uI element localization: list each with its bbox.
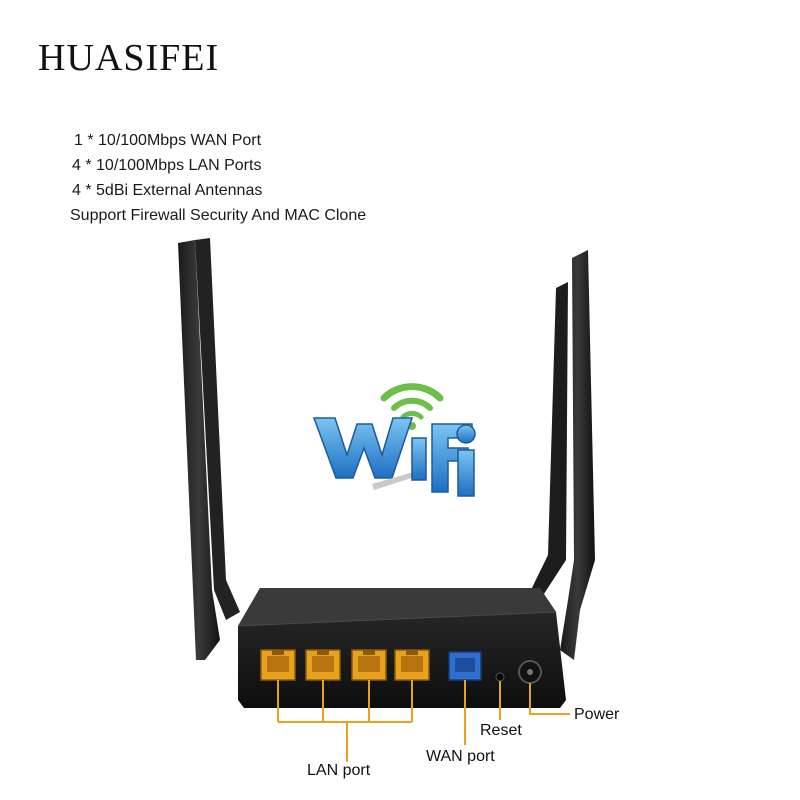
callout-lines xyxy=(277,680,570,762)
wan-port xyxy=(448,651,482,681)
wifi-logo xyxy=(312,383,476,497)
lan-port-3 xyxy=(351,649,387,681)
lan-port-2 xyxy=(305,649,341,681)
wan-port-label: WAN port xyxy=(426,748,495,765)
feature-lan-ports: 4 * 10/100Mbps LAN Ports xyxy=(72,157,262,174)
wifi-letter-w xyxy=(312,417,414,479)
brand-logo: HUASIFEI xyxy=(38,37,220,79)
feature-antennas: 4 * 5dBi External Antennas xyxy=(72,182,263,199)
lan-port-label: LAN port xyxy=(307,762,371,779)
antenna-right-outer xyxy=(560,250,595,660)
lan-port-4 xyxy=(394,649,430,681)
power-label: Power xyxy=(574,706,620,723)
reset-label: Reset xyxy=(480,722,522,739)
lan-port-1 xyxy=(260,649,296,681)
power-jack xyxy=(518,660,542,684)
lan-ports xyxy=(260,649,430,681)
antenna-right-inner xyxy=(528,282,568,600)
reset-button xyxy=(495,672,505,682)
feature-list: 1 * 10/100Mbps WAN Port 4 * 10/100Mbps L… xyxy=(70,128,366,228)
wifi-signal-icon xyxy=(380,383,444,430)
router-body xyxy=(237,588,566,708)
feature-wan-port: 1 * 10/100Mbps WAN Port xyxy=(74,132,262,149)
antenna-left-outer xyxy=(178,240,220,660)
wifi-letter-i-stem xyxy=(411,437,427,481)
wifi-letter-i xyxy=(457,449,475,497)
feature-firewall: Support Firewall Security And MAC Clone xyxy=(70,207,367,224)
antenna-left-inner xyxy=(195,238,240,620)
